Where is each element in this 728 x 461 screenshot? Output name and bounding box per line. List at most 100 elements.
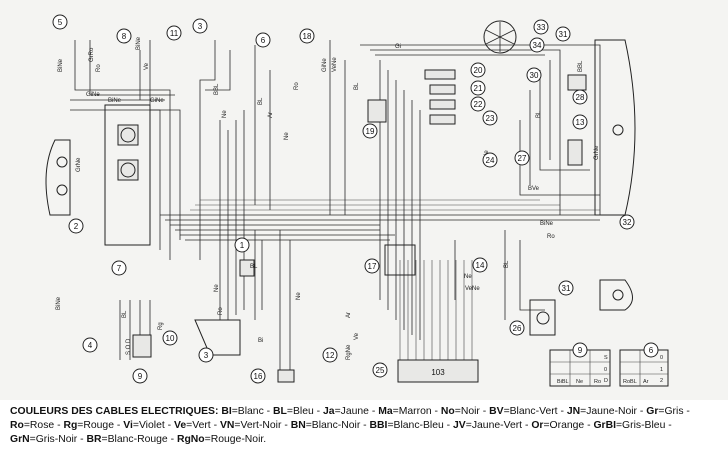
lower-left-wires [119,300,151,360]
connector-20 [424,69,456,80]
wire-label-ar: Ar [268,112,274,118]
component-marker-circle [572,89,588,105]
lower-mid-wires [254,230,291,375]
component-markers: 1233456789101112141617181920212223242526… [52,14,659,384]
legend-name: =Gris-Noir [29,434,78,445]
legend-code: BI [221,406,232,417]
component-marker-c26: 26 [509,320,525,336]
component-number: 7 [117,264,122,273]
wire-label-ro4: Ro [218,307,224,315]
legend-code: JV [453,420,466,431]
wire-label-ne2: Ne [284,132,290,140]
component-marker-circle [555,26,571,42]
legend-code: Ma [378,406,393,417]
component-number: 33 [537,23,546,32]
wire-label-bbl: BBL [214,83,220,95]
component-number: 31 [559,30,568,39]
component-marker-c21: 21 [470,80,486,96]
connector-9-col-3: Ro [594,379,601,385]
wire-label-bbl2: BBL [578,60,584,72]
legend-name: =Rouge-Noir [204,434,264,445]
connector-6-row-3: 2 [660,378,663,384]
component-number: 2 [74,222,79,231]
legend-name: =Marron [392,406,432,417]
legend-name: =Jaune-Noir [580,406,638,417]
component-marker-circle [619,214,635,230]
component-marker-c27: 27 [514,150,530,166]
legend-name: =Noir [454,406,480,417]
component-1 [239,259,255,277]
legend-name: =Vert [186,420,211,431]
wire-label-vene: VeNe [332,57,338,72]
component-marker-c11: 11 [166,25,182,41]
legend-name: =Jaune-Vert [465,420,523,431]
legend-code: Vi [123,420,133,431]
legend-entry: JN=Jaune-Noir - [566,406,644,417]
component-marker-circle [572,114,588,130]
wire-label-rgne: RgNe [346,344,352,360]
component-marker-circle [372,362,388,378]
legend-code: Ro [10,420,24,431]
component-marker-c9b: 9 [572,342,588,358]
legend-name: =Rose [23,420,55,431]
connector-25-label: 103 [431,368,445,377]
component-marker-circle [192,18,208,34]
legend-name: =Blanc-Noir [305,420,361,431]
component-marker-circle [166,25,182,41]
wire-label-ne6: Ne [296,292,302,300]
component-marker-c31b: 31 [558,280,574,296]
legend-entry: Gr=Gris - [646,406,690,417]
wire-label-rg: Rg [158,322,164,330]
legend-entry: No=Noir - [440,406,487,417]
connector-25-leads [399,260,473,360]
legend-entry: BR=Blanc-Rouge - [86,434,175,445]
component-number: 17 [368,262,377,271]
legend-code: No [440,406,455,417]
component-marker-c6b: 6 [643,342,659,358]
component-number: 6 [649,346,654,355]
connector-6-table: RoBL Ar 0 1 2 [619,349,669,387]
component-number: 24 [486,156,495,165]
wire-label-bine3: BiNe [540,221,554,227]
component-number: 23 [486,114,495,123]
component-marker-c6: 6 [255,32,271,48]
wire-label-gine2: GiNe [150,98,164,104]
horn-icon [483,20,517,54]
component-number: 12 [326,351,335,360]
switch-3-wires [199,40,231,260]
wire-label-ne5: Ne [214,284,220,292]
component-marker-circle [162,330,178,346]
legend-entry: BN=Blanc-Noir - [290,420,367,431]
component-marker-circle [362,123,378,139]
top-harness [360,44,601,215]
legend-entries: BI=Blanc - BL=Bleu - Ja=Jaune - Ma=Marro… [10,406,690,445]
left-lamp-upper-icon [56,156,68,168]
component-number: 3 [204,351,209,360]
component-marker-circle [470,96,486,112]
wire-label-bl2: BL [354,82,360,90]
connector-9-row-3: D [604,378,608,384]
central-left-bundle [219,110,245,320]
switch-18-wires [329,40,346,215]
component-marker-circle [299,28,315,44]
component-marker-circle [526,67,542,83]
legend-entry: Ve=Vert - [174,420,218,431]
component-marker-c22: 22 [470,96,486,112]
wiring-diagram: 103 BiBL Ne Ro S 0 D RoBL Ar 0 1 2 BiNe … [0,0,728,400]
legend-entry: Or=Orange - [531,420,591,431]
component-marker-c4: 4 [82,337,98,353]
component-marker-c3a: 3 [192,18,208,34]
component-number: 4 [88,341,93,350]
wire-label-ve: Ve [144,62,150,70]
legend-name: =Bleu [286,406,314,417]
left-lamp-lower-icon [56,184,68,196]
legend-name: =Blanc-Rouge [101,434,168,445]
wire-label-bve: BVe [528,186,540,192]
wire-labels: BiNe GrRo Ro BiNe Ve GiNe BiNe GiNe GrNe… [56,36,600,360]
component-number: 14 [476,261,485,270]
legend-entry: Ma=Marron - [378,406,438,417]
rear-lamp-icon [536,311,550,325]
component-marker-c25: 25 [372,362,388,378]
component-marker-c2: 2 [68,218,84,234]
switch-6-wires [254,45,271,210]
